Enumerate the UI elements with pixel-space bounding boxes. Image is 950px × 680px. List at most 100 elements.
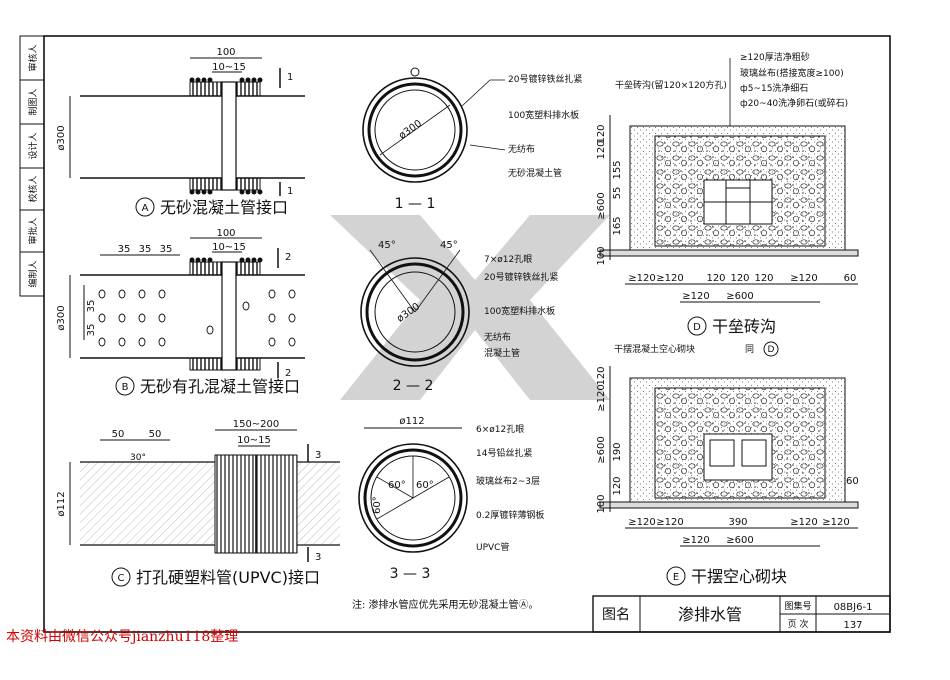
s3-callout-3: 0.2厚镀锌薄钢板 [476, 509, 544, 521]
b-dim-gap: 10~15 [212, 242, 246, 253]
e-horiz2-0: ≥120 [682, 535, 709, 546]
e-horiz-0: ≥120 [628, 517, 655, 528]
side-label-2: 设计人 [27, 132, 39, 159]
b-dim-top: 100 [216, 228, 235, 239]
side-strip: 审核人 制图人 设计人 校核人 审批人 编制人 [19, 35, 45, 297]
d-horiz2-0: ≥120 [682, 291, 709, 302]
e-vert-1: ≥120 [596, 384, 607, 411]
s1-label: 1 — 1 [395, 196, 436, 212]
b-title: 无砂有孔混凝土管接口 [140, 377, 300, 396]
s2-callout-2: 100宽塑料排水板 [484, 305, 555, 317]
tb-atlas-label: 图集号 [784, 600, 811, 612]
sheet-note: 注: 渗排水管应优先采用无砂混凝土管Ⓐ。 [352, 598, 539, 611]
side-label-3: 校核人 [27, 175, 39, 202]
b-letter: B [122, 382, 129, 393]
title-block: 图名 渗排水管 图集号 08BJ6-1 页 次 137 [592, 595, 891, 633]
b-spacing-2: 35 [160, 244, 173, 255]
b-vert-0: 35 [86, 300, 97, 313]
detail-c: 150~200 10~15 50 50 30° ø112 3 3 C 打孔硬塑料… [56, 419, 340, 587]
c-section-mark-bottom: 3 [315, 552, 321, 563]
s3-dia: ø112 [399, 416, 424, 427]
b-section-mark-top: 2 [285, 252, 291, 263]
d-vert-5: 120 [596, 140, 607, 159]
c-letter: C [118, 573, 125, 584]
e-vert-3: 120 [612, 476, 623, 495]
section-1-1: ø300 1 — 1 20号镀锌铁丝扎紧 100宽塑料排水板 无纺布 无砂混凝土… [362, 67, 582, 212]
s3-angle-2: 60° [372, 496, 383, 514]
d-horiz-4: 120 [754, 273, 773, 284]
detail-b: 35 35 35 100 10~15 ø300 35 35 2 2 B 无砂有孔… [56, 228, 305, 396]
section-3-3: ø112 60° 60° 60° 3 — 3 6×ø12孔眼 14号铅丝扎紧 玻… [358, 416, 544, 582]
s1-callout-0: 20号镀锌铁丝扎紧 [508, 73, 582, 85]
s2-callout-0: 7×ø12孔眼 [484, 254, 532, 265]
e-horiz-1: ≥120 [656, 517, 683, 528]
e-callout-0: 干摆混凝土空心砌块 [614, 343, 695, 355]
s1-callout-2: 无纺布 [508, 143, 535, 155]
c-section-mark-top: 3 [315, 450, 321, 461]
e-horiz2-1: ≥600 [726, 535, 753, 546]
d-horiz-5: ≥120 [790, 273, 817, 284]
d-horiz-3: 120 [730, 273, 749, 284]
c-dim-dia: ø112 [56, 491, 67, 516]
c-spacing-1: 50 [149, 429, 162, 440]
a-section-mark-bottom: 1 [287, 186, 293, 197]
s2-callout-1: 20号镀锌铁丝扎紧 [484, 271, 558, 283]
tb-page-label: 页 次 [788, 618, 809, 630]
s2-angle-0: 45° [378, 240, 396, 251]
side-label-5: 编制人 [27, 260, 39, 287]
tb-atlas-number: 08BJ6-1 [834, 602, 873, 613]
s3-callout-1: 14号铅丝扎紧 [476, 447, 532, 459]
d-vert-1: 155 [612, 160, 623, 179]
d-callout-2: ф5~15洗净细石 [740, 82, 808, 94]
d-vert-0: 120 [596, 124, 607, 143]
e-vert-5: 100 [596, 494, 607, 513]
s3-angle-0: 60° [388, 480, 406, 491]
tb-name: 渗排水管 [678, 605, 742, 624]
c-title: 打孔硬塑料管(UPVC)接口 [136, 568, 320, 587]
s2-label: 2 — 2 [393, 378, 434, 394]
s1-callout-1: 100宽塑料排水板 [508, 109, 579, 121]
d-title: 干垒砖沟 [712, 317, 776, 336]
e-horiz-3: ≥120 [790, 517, 817, 528]
s3-label: 3 — 3 [390, 566, 431, 582]
a-title: 无砂混凝土管接口 [160, 198, 288, 217]
c-angle: 30° [130, 453, 146, 463]
side-label-1: 制图人 [27, 88, 39, 115]
sheet-border [43, 35, 891, 633]
d-callout-1: 玻璃丝布(搭接宽度≥100) [740, 67, 844, 79]
detail-a: 100 10~15 ø300 1 1 A 无砂混凝土管接口 [56, 47, 305, 217]
a-section-mark-top: 1 [287, 72, 293, 83]
s2-angle-1: 45° [440, 240, 458, 251]
e-vert-4: ≥600 [596, 436, 607, 463]
d-callout-4: 干垒砖沟(留120×120方孔) [615, 79, 727, 91]
e-letter: E [673, 572, 679, 583]
b-spacing-0: 35 [118, 244, 131, 255]
e-title: 干摆空心砌块 [691, 567, 787, 586]
b-section-mark-bottom: 2 [285, 368, 291, 379]
detail-e: 干摆混凝土空心砌块 同 D 120 ≥120 190 120 ≥600 100 … [596, 341, 859, 586]
e-horiz-2: 390 [728, 517, 747, 528]
b-vert-1: 35 [86, 324, 97, 337]
d-vert-3: 165 [612, 216, 623, 235]
b-dim-dia: ø300 [56, 305, 67, 330]
side-label-0: 审核人 [27, 44, 39, 71]
s3-callout-4: UPVC管 [476, 541, 509, 553]
s3-callout-2: 玻璃丝布2~3层 [476, 475, 540, 487]
a-dim-gap: 10~15 [212, 62, 246, 73]
tb-page-number: 137 [843, 620, 862, 631]
a-dim-top: 100 [216, 47, 235, 58]
s1-dia: ø300 [397, 118, 424, 141]
a-dim-dia: ø300 [56, 125, 67, 150]
background-watermark [330, 215, 610, 400]
s1-callout-3: 无砂混凝土管 [508, 167, 562, 179]
d-vert-2: 55 [612, 187, 623, 200]
d-vert-6: 100 [596, 246, 607, 265]
d-vert-4: ≥600 [596, 192, 607, 219]
d-horiz2-1: ≥600 [726, 291, 753, 302]
e-horiz-4: ≥120 [822, 517, 849, 528]
b-spacing-1: 35 [139, 244, 152, 255]
s2-callout-4: 混凝土管 [484, 347, 520, 359]
side-label-4: 审批人 [27, 217, 39, 244]
